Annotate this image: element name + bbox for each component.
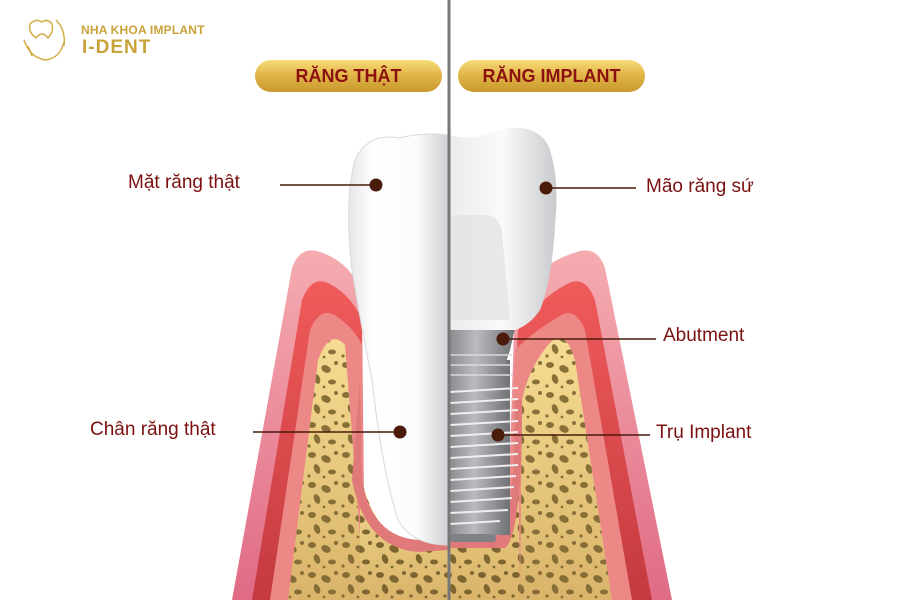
label-natural-root: Chân răng thật	[90, 419, 216, 440]
natural-root-dot	[393, 425, 407, 439]
label-abutment: Abutment	[663, 325, 745, 346]
tooth-logo-icon	[23, 19, 66, 61]
label-implant-post: Trụ Implant	[656, 422, 752, 443]
brand-line1: NHA KHOA IMPLANT	[81, 23, 205, 37]
label-implant-crown: Mão răng sứ	[646, 176, 754, 197]
brand-line2: I-DENT	[82, 37, 152, 58]
header-implant-tooth: RĂNG IMPLANT	[458, 60, 645, 92]
brand-logo: NHA KHOA IMPLANT I-DENT	[18, 16, 204, 66]
label-natural-crown: Mặt răng thật	[128, 172, 240, 193]
natural-crown-dot	[369, 178, 383, 192]
pointer-lines	[253, 184, 656, 436]
natural-gum-bone	[232, 250, 365, 600]
implant-post	[449, 360, 519, 542]
implant-crown	[450, 127, 557, 330]
implant-gum-bone	[505, 250, 672, 600]
header-natural-tooth: RĂNG THẬT	[255, 60, 442, 92]
natural-tooth	[348, 133, 449, 546]
pointer-dots	[369, 178, 553, 442]
implant-post-dot	[491, 428, 505, 442]
abutment-dot	[496, 332, 510, 346]
implant-crown-dot	[539, 181, 553, 195]
